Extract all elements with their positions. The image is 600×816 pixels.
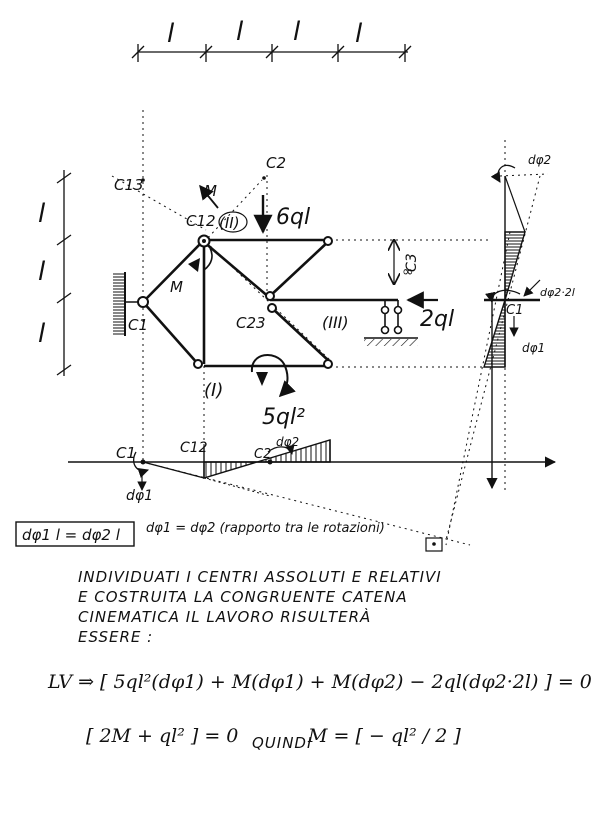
top-dimension xyxy=(131,44,412,62)
center-c2-point xyxy=(262,176,266,180)
diag-dphi1-label: dφ1 xyxy=(126,488,153,504)
body-1-frame xyxy=(142,239,330,368)
hinges xyxy=(137,234,333,369)
relation-boxed-text: dφ1 l = dφ2 l xyxy=(22,526,121,544)
text-line-2: E COSTRUITA LA CONGRUENTE CATENA xyxy=(78,588,408,606)
vertical-load-label: 6ql xyxy=(276,205,310,230)
roller-support xyxy=(364,300,418,346)
diag-c12-label: C12 xyxy=(180,440,208,456)
center-c1-label: C1 xyxy=(128,316,148,334)
right-diagram xyxy=(483,164,541,490)
center-c12-label: C12 xyxy=(186,212,216,230)
center-c23-label: C23 xyxy=(236,314,266,332)
center-c13-label: C13 xyxy=(114,176,144,194)
diag-c1-label: C1 xyxy=(116,444,136,462)
couple-left-arrow xyxy=(188,247,213,272)
hinge-bottom-right xyxy=(323,359,333,369)
span-label-2: l xyxy=(236,17,244,47)
span-label-3: l xyxy=(293,17,301,47)
center-c3-infinity: ∞ xyxy=(402,264,414,280)
equation-2: [ 2M + ql² ] = 0 xyxy=(86,725,238,747)
right-dphi1-label: dφ1 xyxy=(522,341,545,355)
body-2-frame xyxy=(206,238,331,297)
body-3-label: (III) xyxy=(322,313,349,332)
horizontal-load-label: 2ql xyxy=(420,307,454,332)
lv-equation: [ 5ql²(dφ1) + M(dφ1) + M(dφ2) − 2ql(dφ2·… xyxy=(100,671,592,693)
height-label-3: l xyxy=(38,319,46,349)
span-label-1: l xyxy=(167,19,175,49)
quindi-label: QUINDI xyxy=(252,734,312,752)
text-line-4: ESSERE : xyxy=(78,628,153,646)
text-line-3: CINEMATICA IL LAVORO RISULTERÀ xyxy=(78,607,371,626)
m-result: M = [ − ql² / 2 ] xyxy=(307,725,461,747)
relation-box xyxy=(15,521,135,547)
right-dphi2-label: dφ2 xyxy=(528,153,551,167)
hinge-c23-lower xyxy=(267,303,277,313)
hinge-c23-upper xyxy=(265,291,275,301)
body-3-frame xyxy=(270,298,398,363)
hinge-top-right xyxy=(323,236,333,246)
text-line-1: INDIVIDUATI I CENTRI ASSOLUTI E RELATIVI xyxy=(78,568,442,586)
hinge-bottom-left xyxy=(193,359,203,369)
center-c3-label: C3 xyxy=(404,253,420,272)
marker-box xyxy=(425,537,443,552)
center-c13-point xyxy=(141,178,145,182)
horizontal-diagram xyxy=(68,439,557,497)
lv-prefix: LV ⇒ xyxy=(47,671,94,693)
relation-note-text: dφ1 = dφ2 (rapporto tra le rotazioni) xyxy=(146,521,385,536)
right-c1-label: C1 xyxy=(506,303,523,318)
diag-dphi2-label: dφ2 xyxy=(276,435,299,449)
height-label-1: l xyxy=(38,199,46,229)
couple-left-label: M xyxy=(170,278,183,296)
body-2-circle xyxy=(218,211,248,233)
diag-c2-label: C2 xyxy=(254,447,271,462)
couple-top-label: M xyxy=(204,182,217,200)
body-2-label: (II) xyxy=(219,214,240,232)
center-c2-label: C2 xyxy=(266,154,286,172)
applied-moment-arrow xyxy=(250,354,296,398)
hinge-c1 xyxy=(137,296,149,308)
height-label-2: l xyxy=(38,257,46,287)
applied-moment-label: 5ql² xyxy=(262,405,305,430)
span-label-4: l xyxy=(355,19,363,49)
right-dphi2-2l-label: dφ2·2l xyxy=(540,286,575,299)
body-1-label: (I) xyxy=(204,380,223,401)
left-dimension xyxy=(56,170,72,376)
couple-top-arrow xyxy=(199,184,219,209)
